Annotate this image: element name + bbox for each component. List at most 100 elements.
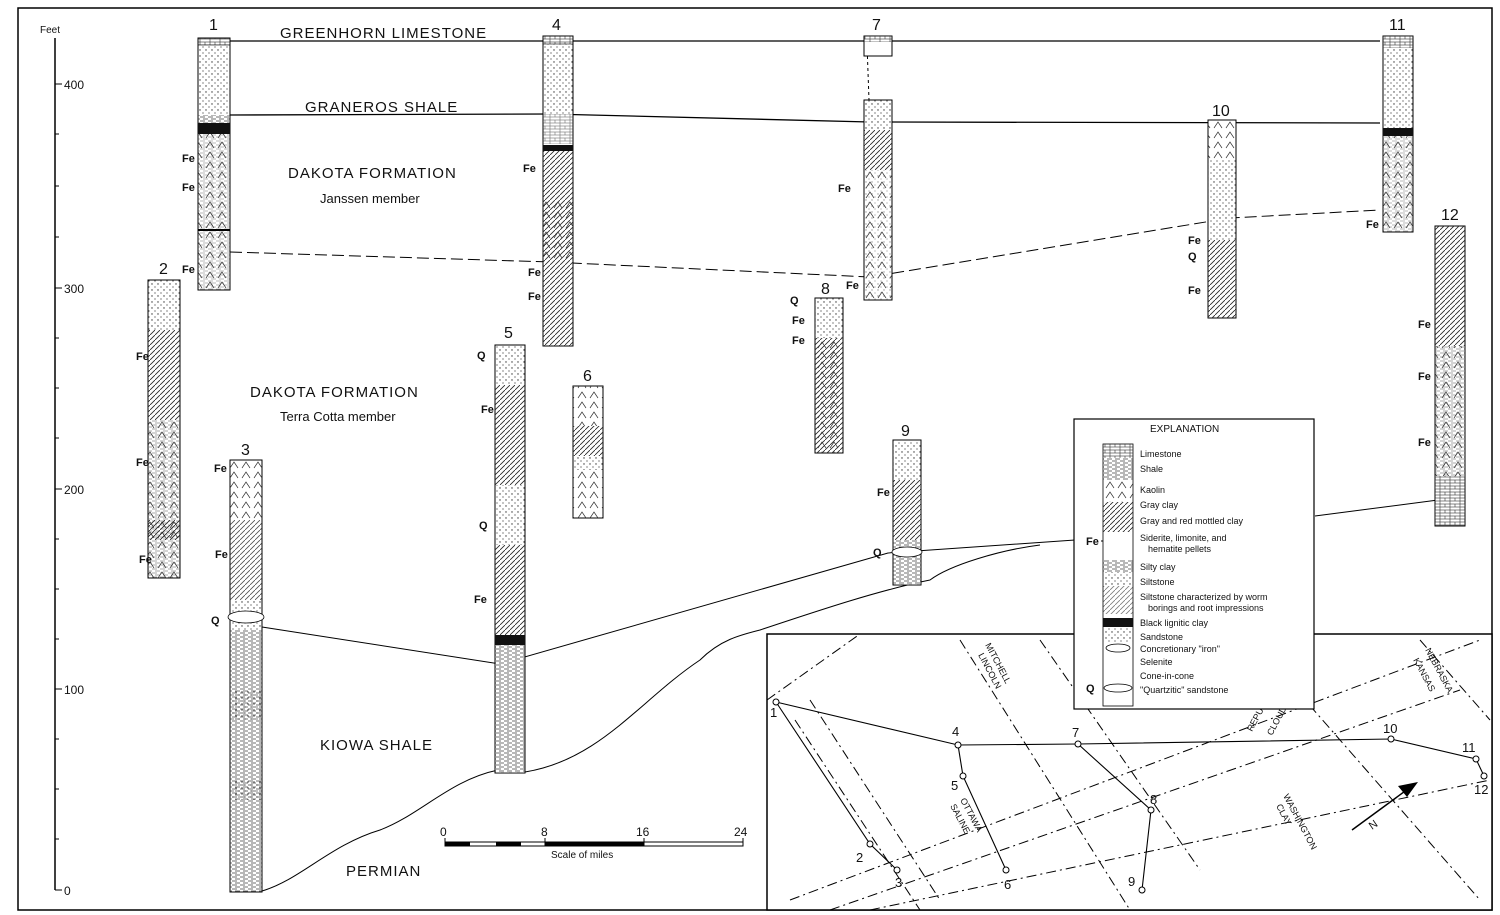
janssen-member-label: Janssen member (320, 191, 420, 206)
legend-item: Black lignitic clay (1140, 618, 1209, 628)
fe-marker: Fe (528, 267, 541, 279)
permian-label: PERMIAN (346, 863, 421, 880)
correlation-lines (229, 40, 1439, 892)
scale-tick-8: 8 (541, 825, 548, 839)
column-6 (572, 385, 604, 519)
axis-tick-200: 200 (64, 483, 84, 497)
fe-marker: Fe (1188, 235, 1201, 247)
axis-tick-100: 100 (64, 683, 84, 697)
section-label-1: 1 (209, 17, 218, 34)
legend-item: Gray clay (1140, 500, 1179, 510)
legend-item: Silty clay (1140, 562, 1176, 572)
column-4 (542, 35, 574, 347)
legend-q-label: Q (1086, 683, 1095, 695)
explanation-legend: EXPLANATION Limestone Shale Kaolin Gray … (1073, 418, 1315, 710)
fe-marker: Fe (877, 487, 890, 499)
map-station-6: 6 (1004, 877, 1011, 892)
map-station-10: 10 (1383, 721, 1397, 736)
fe-marker: Fe (182, 264, 195, 276)
legend-item: Cone-in-cone (1140, 671, 1194, 681)
figure-frame (17, 7, 1493, 911)
fe-marker: Fe (846, 280, 859, 292)
column-7 (863, 35, 893, 301)
q-marker: Q (479, 520, 488, 532)
axis-tick-300: 300 (64, 282, 84, 296)
fe-marker: Fe (214, 463, 227, 475)
fe-marker: Fe (523, 163, 536, 175)
axis-unit-label: Feet (40, 25, 60, 36)
dakota-terra-title: DAKOTA FORMATION (250, 384, 419, 401)
legend-item: Kaolin (1140, 485, 1165, 495)
section-label-7: 7 (872, 17, 881, 34)
kiowa-shale-label: KIOWA SHALE (320, 737, 433, 754)
section-label-4: 4 (552, 17, 561, 34)
map-station-12: 12 (1474, 782, 1488, 797)
column-9 (891, 439, 923, 586)
q-marker: Q (1188, 251, 1197, 263)
column-10 (1207, 119, 1237, 319)
column-12 (1434, 225, 1466, 527)
fe-marker: Fe (1366, 219, 1379, 231)
fe-marker: Fe (528, 291, 541, 303)
scale-bar: 0 8 16 24 Scale of miles (440, 825, 748, 861)
map-station-9: 9 (1128, 874, 1135, 889)
section-label-6: 6 (583, 368, 592, 385)
legend-item: Gray and red mottled clay (1140, 516, 1244, 526)
fe-marker: Fe (1188, 285, 1201, 297)
q-marker: Q (790, 295, 799, 307)
column-2 (147, 279, 181, 579)
graneros-line-a (229, 113, 551, 116)
fe-marker: Fe (1418, 437, 1431, 449)
map-station-7: 7 (1072, 725, 1079, 740)
legend-item: Concretionary "iron" (1140, 644, 1220, 654)
fe-marker: Fe (792, 335, 805, 347)
fe-marker: Fe (1418, 319, 1431, 331)
legend-item: borings and root impressions (1148, 603, 1264, 613)
dakota-janssen-title: DAKOTA FORMATION (288, 165, 457, 182)
column-11 (1382, 35, 1414, 233)
legend-item: hematite pellets (1148, 544, 1212, 554)
fe-marker: Fe (139, 554, 152, 566)
fe-marker: Fe (474, 594, 487, 606)
section-label-3: 3 (241, 442, 250, 459)
section-label-12: 12 (1441, 207, 1459, 224)
legend-item: Siltstone characterized by worm (1140, 592, 1268, 602)
map-station-2: 2 (856, 850, 863, 865)
legend-item: "Quartzitic" sandstone (1140, 685, 1228, 695)
greenhorn-limestone-label: GREENHORN LIMESTONE (280, 25, 487, 42)
map-station-1: 1 (770, 705, 777, 720)
legend-item: Siderite, limonite, and (1140, 533, 1227, 543)
graneros-shale-label: GRANEROS SHALE (305, 99, 458, 116)
legend-title: EXPLANATION (1150, 424, 1219, 435)
column-5 (494, 344, 526, 774)
fe-marker: Fe (136, 457, 149, 469)
north-arrow: N (1351, 782, 1418, 832)
graneros-line-c (869, 121, 1381, 124)
permian-contact-a (261, 769, 499, 892)
fe-marker: Fe (481, 404, 494, 416)
column-1 (197, 37, 231, 291)
column-3 (227, 459, 265, 893)
fe-marker: Fe (792, 315, 805, 327)
formation-labels: GREENHORN LIMESTONE GRANEROS SHALE DAKOT… (250, 25, 487, 880)
fe-marker: Fe (182, 153, 195, 165)
q-marker: Q (477, 350, 486, 362)
fe-marker: Fe (136, 351, 149, 363)
section-label-11: 11 (1389, 17, 1406, 34)
legend-item: Siltstone (1140, 577, 1175, 587)
q-marker: Q (211, 615, 220, 627)
section-labels: 1 2 3 4 5 6 7 8 9 10 11 12 (159, 17, 1459, 459)
scale-caption: Scale of miles (551, 850, 613, 861)
map-station-8: 8 (1150, 792, 1157, 807)
map-station-4: 4 (952, 724, 959, 739)
scale-tick-24: 24 (734, 825, 748, 839)
fe-marker: Fe (215, 549, 228, 561)
graneros-line-b (549, 113, 871, 123)
section-label-10: 10 (1212, 103, 1230, 120)
scale-tick-16: 16 (636, 825, 650, 839)
axis-tick-400: 400 (64, 78, 84, 92)
map-station-11: 11 (1462, 740, 1476, 755)
scale-tick-0: 0 (440, 825, 447, 839)
legend-item: Shale (1140, 464, 1163, 474)
